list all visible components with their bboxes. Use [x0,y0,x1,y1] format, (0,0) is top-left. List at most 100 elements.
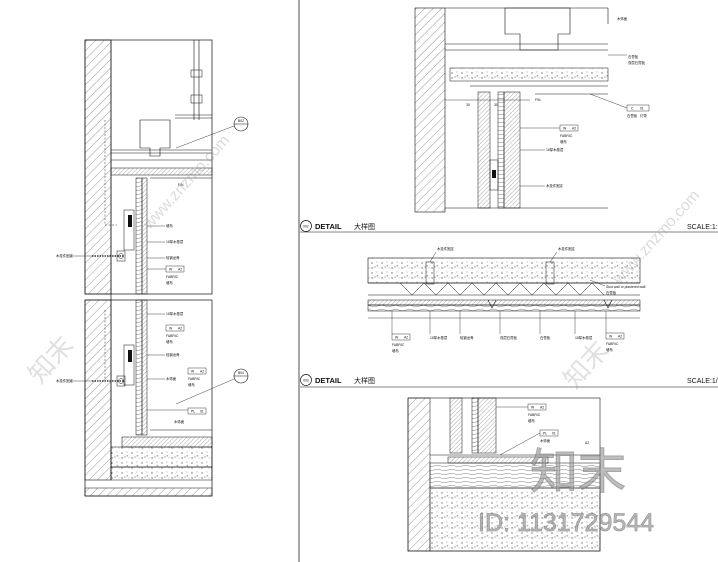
ceiling-board [449,67,609,82]
svg-text:FABRIC: FABRIC [560,134,573,138]
svg-text:A2: A2 [585,441,589,445]
masonry-wall-upper [84,39,112,295]
svg-text:墙布: 墙布 [606,347,613,352]
svg-text:W: W [169,327,173,331]
svg-text:木饰面: 木饰面 [617,16,628,21]
svg-text:18厚木基层: 18厚木基层 [166,311,184,316]
svg-text:灯带: 灯带 [640,113,647,118]
top-right-wall [414,7,446,213]
watermark-site-right: www.znzmo.com [610,187,704,288]
svg-text:PL: PL [191,410,195,414]
fin-label: FIN [178,183,184,187]
svg-text:A2: A2 [178,327,182,331]
anchor-bolt-lower [92,375,126,387]
wall-panel-upper [123,177,148,295]
svg-text:FABRIC: FABRIC [188,377,201,381]
svg-text:FABRIC: FABRIC [166,334,179,338]
anchor-label-upper: 木挂件固定 [56,253,74,258]
svg-text:A2: A2 [178,268,182,272]
svg-text:01: 01 [552,432,556,436]
watermark-brand-large: 知末 [530,446,626,499]
detail-header-003: 003 DETAIL 大样图 SCALE:1/ [300,374,718,388]
svg-text:石膏板: 石膏板 [606,290,617,295]
svg-text:30: 30 [494,103,498,107]
detail-003-word: DETAIL [315,376,342,385]
svg-text:Stud wall or plastered wall: Stud wall or plastered wall [606,285,646,289]
svg-text:墙布: 墙布 [166,339,173,344]
svg-text:18厚木基层: 18厚木基层 [575,335,593,340]
svg-text:木饰面: 木饰面 [166,376,177,381]
svg-text:墙布: 墙布 [166,280,173,285]
lower-leader-labels: 18厚木基层 W A2 FABRIC 墙布 轻钢龙骨 木饰面 W A2 FABR… [147,311,207,424]
svg-text:A2: A2 [404,336,408,340]
svg-text:01: 01 [200,410,204,414]
watermark-id: ID: 1131729544 [478,509,654,537]
callout-bubble-upper-text: B02 [238,119,244,123]
svg-text:W: W [563,127,567,131]
upper-leader-labels: 墙布 18厚木基层 轻钢龙骨 W A2 FABRIC 墙布 [147,223,185,285]
svg-text:墙布: 墙布 [392,348,399,353]
svg-text:FABRIC: FABRIC [528,413,541,417]
svg-text:18厚木基层: 18厚木基层 [546,147,564,152]
wall-panel-lower [123,299,148,436]
svg-text:墙布: 墙布 [166,223,173,228]
svg-text:双层石膏板: 双层石膏板 [500,335,518,340]
svg-text:木挂件固定: 木挂件固定 [437,246,455,251]
ceiling-fin-label: FIN [535,98,541,102]
svg-text:石膏板: 石膏板 [540,335,551,340]
anchor-label-lower: 木挂件固定 [56,378,74,383]
dashed-outline [104,120,117,226]
detail-003-subtitle: 大样图 [354,376,375,385]
svg-text:W: W [395,336,399,340]
svg-text:FABRIC: FABRIC [166,275,179,279]
svg-text:FABRIC: FABRIC [606,342,619,346]
masonry-wall-lower [84,299,112,481]
detail-left-section: B02 FIN 木挂件固定 墙布 18厚木基层 轻钢龙骨 W A2 FABRIC [56,39,249,497]
callout-bubble-lower-text: B04 [238,371,244,375]
detail-002-word: DETAIL [315,222,342,231]
svg-text:木挂件固定: 木挂件固定 [558,246,576,251]
svg-text:石膏板: 石膏板 [627,113,638,118]
svg-text:18厚木基层: 18厚木基层 [166,239,184,244]
detail-002-scale: SCALE:1: [687,224,718,231]
svg-text:墙布: 墙布 [560,139,567,144]
svg-text:木饰面: 木饰面 [540,438,551,443]
svg-text:PL: PL [543,432,547,436]
svg-text:墙布: 墙布 [528,418,535,423]
detail-right-top: FIN 30 30 木饰面 石膏板 双层石膏板 C 01 石膏板 灯带 W A2… [414,7,650,213]
svg-text:石膏板: 石膏板 [628,54,639,59]
detail-002-number: 002 [303,225,309,229]
svg-text:W: W [609,335,613,339]
anchor-bolt-upper [92,250,126,262]
watermark-site-left: www.znzmo.com [140,132,234,233]
svg-text:30: 30 [466,103,470,107]
svg-text:墙布: 墙布 [188,382,195,387]
svg-text:轻钢龙骨: 轻钢龙骨 [460,335,474,340]
svg-text:A2: A2 [200,370,204,374]
detail-right-middle: 木挂件固定 木挂件固定 Stud wall or plastered wall … [367,246,646,353]
svg-text:轻钢龙骨: 轻钢龙骨 [166,255,180,260]
floor-build-up [84,429,213,497]
detail-003-scale: SCALE:1/ [687,378,718,385]
svg-text:W: W [531,406,535,410]
ceiling-profile [110,119,213,179]
detail-header-002: 002 DETAIL 大样图 SCALE:1: [300,220,718,233]
svg-text:C: C [631,107,634,111]
detail-002-subtitle: 大样图 [354,222,375,231]
svg-text:轻钢龙骨: 轻钢龙骨 [166,352,180,357]
svg-text:W: W [169,268,173,272]
svg-text:18厚木基层: 18厚木基层 [430,335,448,340]
plan-frame-truss [368,282,640,296]
svg-text:双层石膏板: 双层石膏板 [628,60,646,65]
detail-003-number: 003 [303,379,309,383]
svg-text:01: 01 [640,107,644,111]
svg-text:A2: A2 [540,406,544,410]
svg-text:A2: A2 [618,335,622,339]
ceiling-hanger [175,40,212,120]
svg-text:木饰面: 木饰面 [174,419,185,424]
svg-text:木挂件固定: 木挂件固定 [546,183,564,188]
svg-text:FABRIC: FABRIC [392,343,405,347]
svg-text:A2: A2 [572,127,576,131]
svg-text:W: W [191,370,195,374]
